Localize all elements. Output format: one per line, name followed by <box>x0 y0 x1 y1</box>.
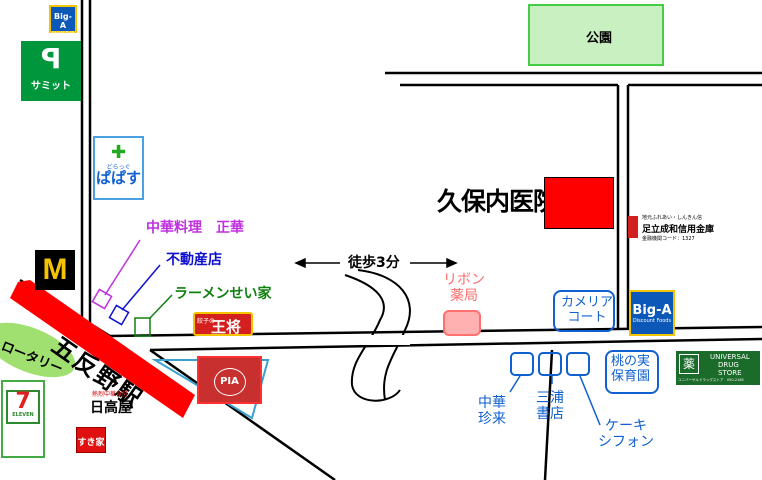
clinic-marker <box>544 177 614 229</box>
pointer-seika <box>104 239 141 296</box>
nursery: 桃の実 保育園 <box>605 350 659 394</box>
walk-time: 徒歩3分 <box>348 255 400 271</box>
river-west <box>344 274 401 402</box>
ohsho-text: 王将 <box>211 318 242 336</box>
station-band <box>10 280 195 418</box>
river-east <box>357 269 411 401</box>
ramen-label: ラーメンせい家 <box>174 286 272 302</box>
cameria-court: カメリア コート <box>553 290 615 332</box>
seven-eleven-logo: 7 ELEVEN <box>1 380 45 458</box>
summit-logo: ꟼ サミット <box>21 41 81 101</box>
seven-text: ELEVEN <box>12 412 34 418</box>
papasu-icon: ✚ <box>110 142 127 163</box>
biga-sub: Discount Foods <box>632 318 672 324</box>
pointer-cake <box>579 375 601 426</box>
papasu-logo: ✚ どらっぐ ぱぱす <box>93 136 144 200</box>
sukiya-text: すき家 <box>77 438 105 448</box>
walk-arrowhead-left <box>294 257 306 269</box>
marker-seika <box>91 288 113 310</box>
drug-line3: STORE <box>718 369 742 377</box>
cameria-label: カメリア コート <box>561 295 614 325</box>
pia-building: PIA <box>197 356 262 404</box>
universal-drug-logo: 薬 UNIVERSAL DRUG STORE ユニバーサルドラッグストア 050… <box>676 351 760 385</box>
drug-line1: UNIVERSAL <box>710 353 750 361</box>
drug-sub: ユニバーサルドラッグストア 050-2185 <box>678 378 744 382</box>
seven-number: 7 <box>15 389 31 414</box>
miura-marker <box>538 352 562 376</box>
ohsho-logo: 餃子の 王将 <box>193 312 253 336</box>
miura-label: 三浦 書店 <box>536 390 564 423</box>
hidakaya-logo: 日高屋 <box>90 400 132 416</box>
marker-ramen <box>134 317 151 337</box>
road-south-west <box>543 349 554 480</box>
ohsho-small: 餃子の <box>197 318 216 325</box>
biga-logo: Big-A Discount Foods <box>629 290 675 336</box>
cake-label: ケーキ シフォン <box>598 418 654 451</box>
park: 公園 <box>528 4 664 66</box>
bank-name: 足立成和信用金庫 <box>642 225 715 235</box>
chinrai-marker <box>510 352 534 376</box>
road-diag-lower <box>149 348 336 480</box>
biga-top-sub: Discount Foods <box>51 30 75 34</box>
bank-icon <box>628 216 638 238</box>
seven-eleven-badge: 7 ELEVEN <box>6 390 40 424</box>
bank-code: 金融機関コード：1327 <box>642 236 695 242</box>
biga-text: Big-A <box>632 303 672 318</box>
drug-line2: DRUG <box>718 361 739 369</box>
pia-logo: PIA <box>213 368 246 396</box>
biga-logo-top: Big-A Discount Foods <box>49 5 77 34</box>
sukiya-logo: すき家 <box>76 427 106 453</box>
drug-icon: 薬 <box>679 354 699 374</box>
papasu-small: どらっぐ <box>106 164 131 171</box>
pharmacy-label: リボン 薬局 <box>443 272 485 305</box>
mcdonalds-logo: M <box>35 250 75 290</box>
pointer-ramen <box>149 294 173 319</box>
hidakaya-sub: 熱烈中華食堂 <box>92 391 129 398</box>
seika-label: 中華料理 正華 <box>146 220 244 236</box>
summit-icon: ꟼ <box>40 42 62 75</box>
nursery-label: 桃の実 保育園 <box>611 354 651 384</box>
chinrai-label: 中華 珍来 <box>478 395 506 428</box>
walk-arrowhead-right <box>446 257 458 269</box>
pharmacy-marker <box>443 310 481 336</box>
road-main-south <box>149 337 762 352</box>
summit-text: サミット <box>31 81 71 92</box>
park-label: 公園 <box>586 31 613 46</box>
pointer-realestate <box>121 264 161 311</box>
papasu-text: ぱぱす <box>95 169 141 187</box>
bank-small: 地元ふれあい・しんきん信 <box>642 215 703 221</box>
cake-marker <box>566 352 590 376</box>
biga-top-text: Big-A <box>54 12 72 30</box>
pointer-chinrai <box>509 375 521 393</box>
realestate-label: 不動産店 <box>166 252 222 268</box>
bank-logo: 地元ふれあい・しんきん信 足立成和信用金庫 金融機関コード：1327 <box>628 212 738 246</box>
marker-realestate <box>108 304 130 326</box>
rotary-shape <box>0 322 76 378</box>
clinic-label: 久保内医院 <box>437 187 558 216</box>
mcdonalds-m: M <box>42 253 68 286</box>
